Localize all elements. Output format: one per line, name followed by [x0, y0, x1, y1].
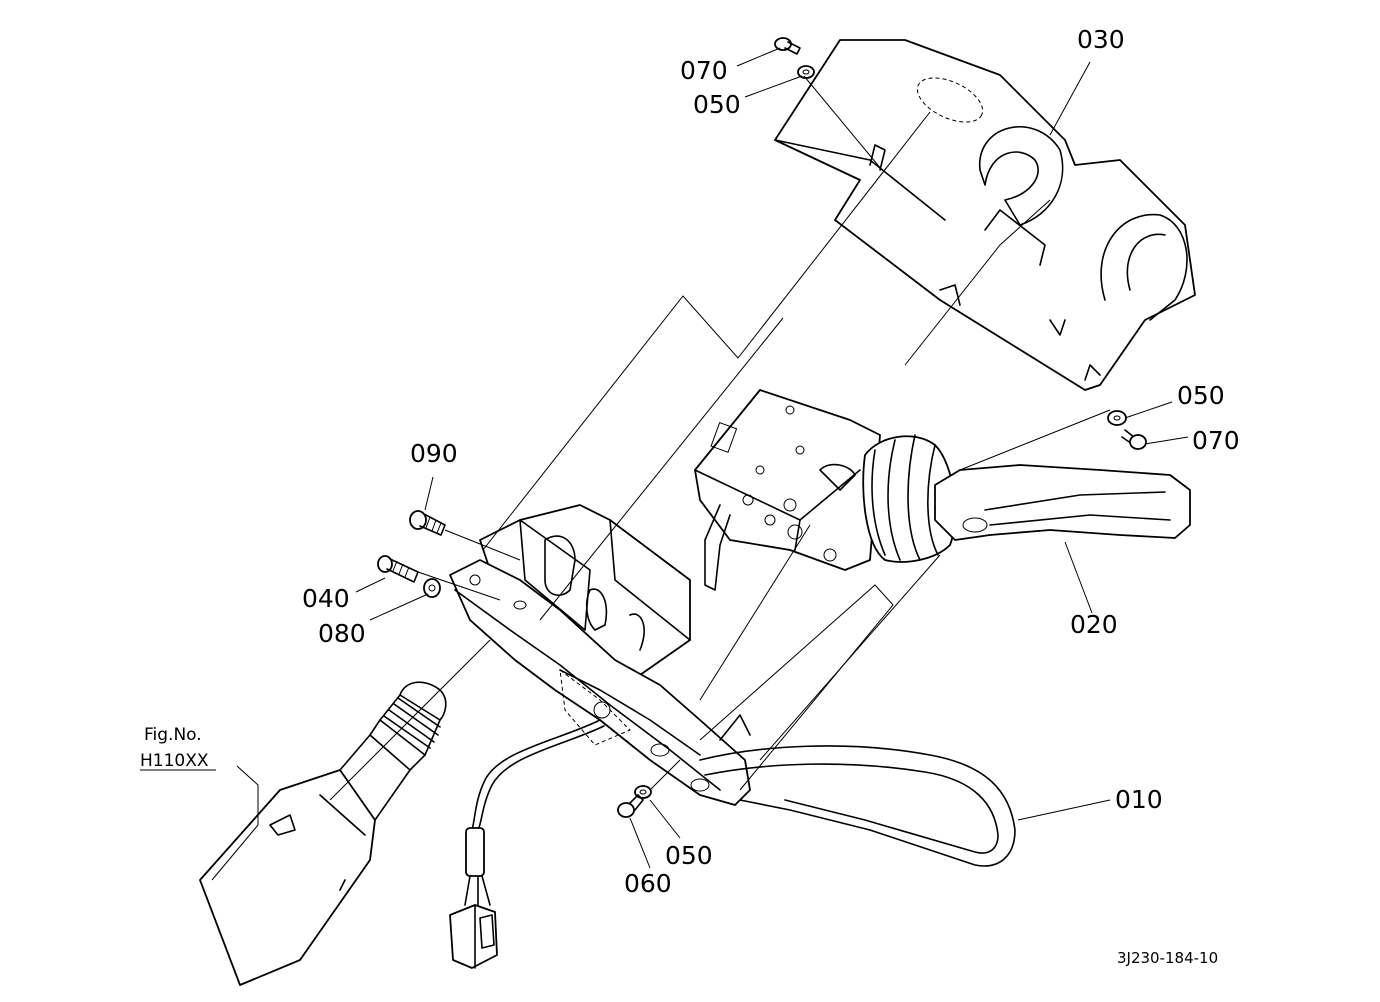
washer-050-right — [1107, 410, 1127, 426]
bolt-040 — [377, 555, 419, 583]
callout-070-right: 070 — [1192, 426, 1240, 455]
screw-060 — [617, 794, 644, 818]
callout-050-top: 050 — [693, 90, 741, 119]
figure-ref-number[interactable]: H110XX — [140, 751, 209, 771]
callout-090: 090 — [410, 439, 458, 468]
callout-030: 030 — [1077, 25, 1125, 54]
steering-shaft — [199, 681, 447, 986]
callout-020: 020 — [1070, 610, 1118, 639]
screw-070-right — [1121, 429, 1147, 450]
callout-040: 040 — [302, 584, 350, 613]
callout-010: 010 — [1115, 785, 1163, 814]
leader-lines — [211, 47, 1189, 881]
callout-080: 080 — [318, 619, 366, 648]
drawing-code: 3J230-184-10 — [1117, 949, 1218, 967]
bracket-plate-010 — [449, 504, 1016, 867]
figure-ref-prefix: Fig.No. — [144, 725, 202, 745]
wire-harness — [449, 719, 605, 969]
bolt-090 — [409, 510, 446, 536]
callout-labels: 030 070 050 050 070 090 040 080 020 010 … — [302, 25, 1240, 898]
hardware-parts — [377, 37, 1147, 818]
assembly-lines — [329, 75, 1111, 801]
callout-050-right: 050 — [1177, 381, 1225, 410]
callout-060: 060 — [624, 869, 672, 898]
column-cover-030 — [774, 39, 1196, 391]
figure-reference: Fig.No. H110XX — [140, 725, 216, 771]
callout-070-top: 070 — [680, 56, 728, 85]
screw-070-top — [774, 37, 801, 55]
callout-050-bottom: 050 — [665, 841, 713, 870]
combination-switch-020 — [694, 389, 1191, 591]
washer-080 — [423, 578, 441, 598]
